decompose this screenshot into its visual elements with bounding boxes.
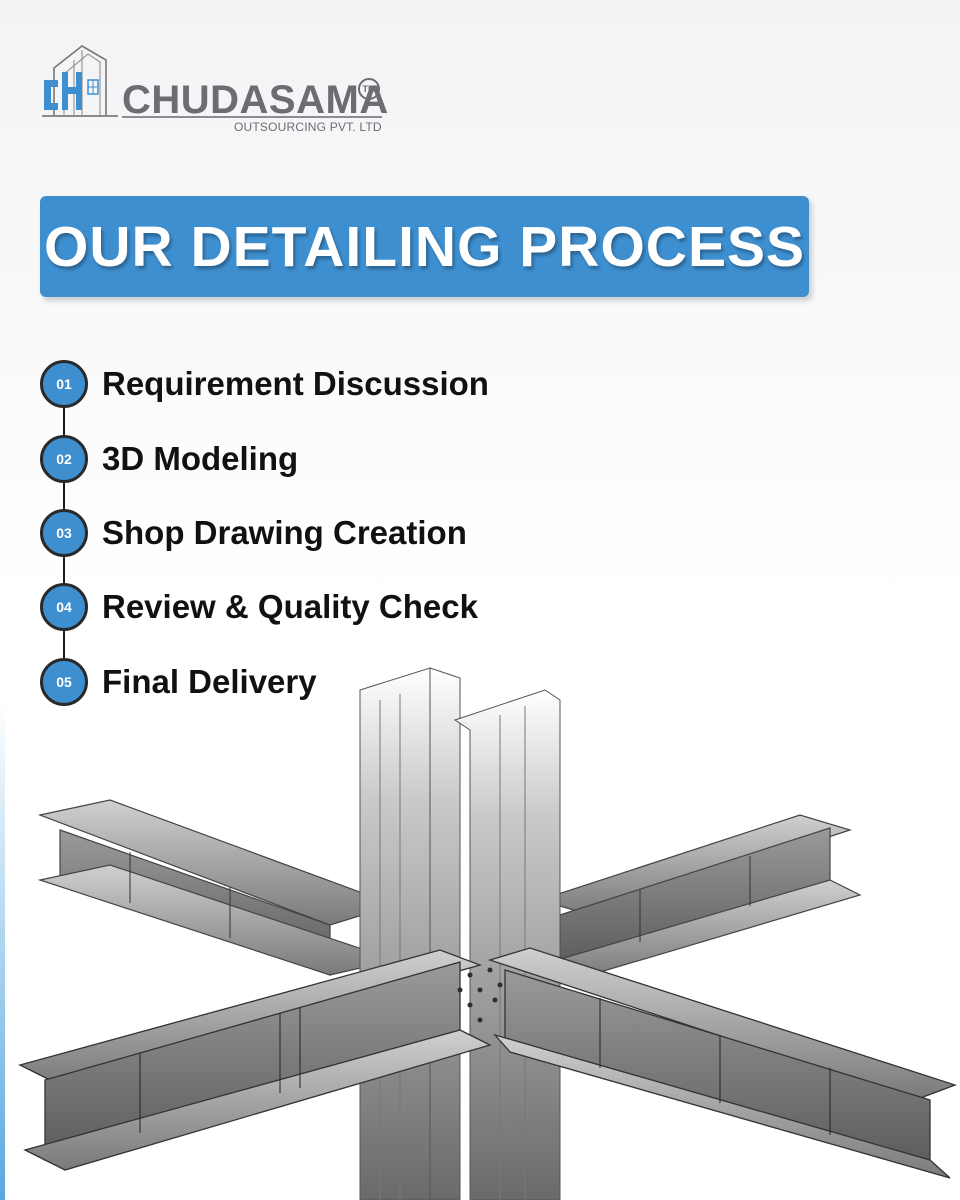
beam-back-left — [37, 799, 398, 976]
logo-divider — [122, 116, 382, 118]
bolt-connection — [457, 967, 503, 1023]
step-number-badge: 05 — [40, 658, 88, 706]
page-title: OUR DETAILING PROCESS — [44, 214, 805, 279]
step-number-badge: 01 — [40, 360, 88, 408]
step-number-badge: 04 — [40, 583, 88, 631]
step-number-badge: 03 — [40, 509, 88, 557]
step-item: 02 3D Modeling — [40, 435, 600, 483]
company-subtitle: OUTSOURCING PVT. LTD — [234, 120, 382, 134]
step-label: Review & Quality Check — [102, 588, 478, 625]
title-banner: OUR DETAILING PROCESS — [40, 196, 809, 297]
step-label: Shop Drawing Creation — [102, 514, 467, 551]
steel-beam-illustration — [18, 667, 957, 1200]
company-logo: CHUDASAMA TM OUTSOURCING PVT. LTD — [40, 40, 400, 140]
step-item: 03 Shop Drawing Creation — [40, 509, 600, 557]
steel-column — [359, 667, 561, 1200]
process-steps: 01 Requirement Discussion 02 3D Modeling… — [40, 360, 600, 710]
left-accent-strip — [0, 700, 5, 1200]
step-item: 05 Final Delivery — [40, 658, 600, 706]
step-label: 3D Modeling — [102, 440, 299, 477]
step-number-badge: 02 — [40, 435, 88, 483]
step-label: Requirement Discussion — [102, 365, 489, 402]
step-label: Final Delivery — [102, 663, 317, 700]
company-name: CHUDASAMA — [122, 78, 389, 122]
beam-back-right — [537, 814, 862, 979]
building-logo-icon — [42, 45, 118, 117]
beam-front-right — [487, 947, 957, 1179]
beam-front-left — [18, 949, 492, 1171]
step-item: 01 Requirement Discussion — [40, 360, 600, 408]
step-item: 04 Review & Quality Check — [40, 583, 600, 631]
trademark-badge: TM — [358, 78, 380, 100]
